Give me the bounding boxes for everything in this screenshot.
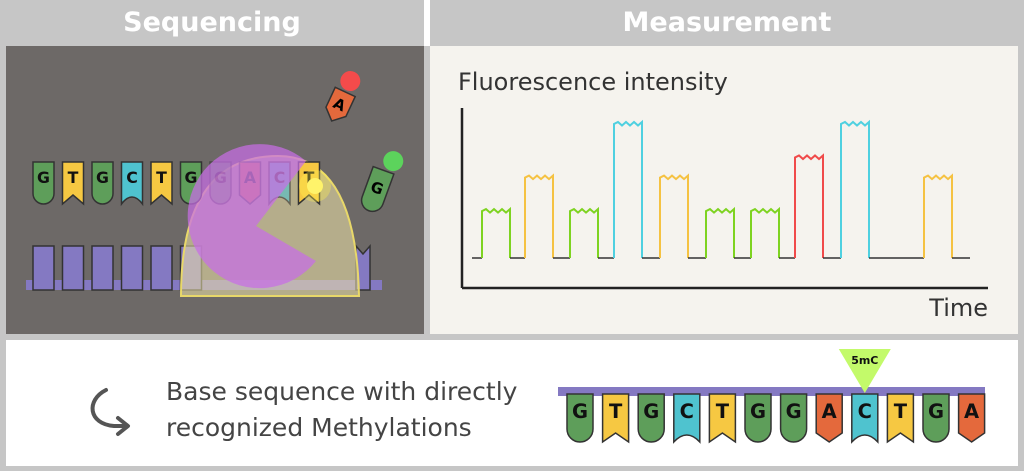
pulse-C <box>613 119 643 258</box>
nucleotide-shape <box>325 86 357 122</box>
nucleotide-G: G <box>32 161 55 205</box>
nucleotide-shape <box>815 393 843 443</box>
nucleotide-letter: G <box>185 168 198 187</box>
nucleotide-shape <box>673 393 701 444</box>
bulb-icon <box>307 178 323 194</box>
nucleotide-shape <box>566 393 594 443</box>
template-slot <box>61 245 85 291</box>
result-caption: Base sequence with directly recognized M… <box>166 374 517 446</box>
measurement-panel: Fluorescence intensity Time <box>430 46 1018 334</box>
nucleotide-letter: G <box>750 400 766 423</box>
nucleotide-A: A <box>957 393 986 443</box>
nucleotide-shape <box>957 393 986 443</box>
sequencing-illustration: GTGCTGGACTAG <box>26 71 404 297</box>
nucleotide-letter: G <box>96 168 109 187</box>
nucleotide-letter: T <box>894 400 908 423</box>
nucleotide-letter: C <box>858 400 872 423</box>
nucleotide-letter: G <box>928 400 944 423</box>
nucleotide-letter: A <box>964 400 979 423</box>
nucleotide-letter: G <box>572 400 588 423</box>
nucleotide-letter: T <box>304 168 315 187</box>
nucleotide-letter: G <box>643 400 659 423</box>
x-axis-title: Time <box>929 294 988 322</box>
nucleotide-letter: T <box>716 400 730 423</box>
nucleotide-shape <box>91 161 114 205</box>
pulse-G <box>481 206 511 258</box>
bulb-icon <box>383 151 404 172</box>
pulse-T <box>923 173 953 258</box>
nucleotide-shape <box>886 393 915 444</box>
nucleotide-A: A <box>815 393 843 443</box>
nucleotide-T: T <box>708 393 737 444</box>
caption-line-2: recognized Methylations <box>166 413 472 442</box>
nucleotide-C: C <box>851 393 879 444</box>
bulb-icon <box>340 71 361 92</box>
pulse-T <box>659 173 689 258</box>
template-slot <box>120 245 144 291</box>
free-nucleotide-G: G <box>360 151 404 213</box>
pulse-G <box>569 206 599 258</box>
free-nucleotide-A: A <box>325 71 361 122</box>
y-axis-title: Fluorescence intensity <box>458 68 728 96</box>
nucleotide-shape <box>851 393 879 444</box>
nucleotide-T: T <box>61 161 85 206</box>
nucleotide-shape <box>779 393 808 443</box>
nucleotide-letter: T <box>156 168 167 187</box>
nucleotide-C: C <box>673 393 701 444</box>
pulse-C <box>840 119 870 258</box>
nucleotide-shape <box>708 393 737 444</box>
caption-line-1: Base sequence with directly <box>166 377 518 406</box>
nucleotide-letter: T <box>609 400 623 423</box>
fluorescence-chart <box>460 108 988 290</box>
nucleotide-letter: G <box>786 400 802 423</box>
nucleotide-shape <box>120 161 144 207</box>
nucleotide-G: G <box>91 161 114 205</box>
nucleotide-T: T <box>886 393 915 444</box>
pulse-T <box>524 173 554 258</box>
nucleotide-shape <box>61 161 85 206</box>
nucleotide-shape <box>360 165 395 213</box>
nucleotide-G: G <box>922 393 950 443</box>
methylation-marker <box>838 349 891 393</box>
nucleotide-letter: C <box>680 400 694 423</box>
methylation-label: 5mC <box>851 354 878 367</box>
nucleotide-C: C <box>120 161 144 207</box>
measurement-header: Measurement <box>622 6 832 38</box>
nucleotide-G: G <box>637 393 665 443</box>
template-slot <box>150 245 173 291</box>
header-divider <box>424 0 430 46</box>
nucleotide-letter: G <box>368 178 386 199</box>
nucleotide-G: G <box>779 393 808 443</box>
nucleotide-shape <box>922 393 950 443</box>
pulse-G <box>750 206 780 258</box>
nucleotide-shape <box>32 161 55 205</box>
nucleotide-T: T <box>601 393 630 444</box>
nucleotide-shape <box>744 393 772 443</box>
nucleotide-shape <box>637 393 665 443</box>
nucleotide-letter: G <box>37 168 50 187</box>
template-slot <box>91 245 114 291</box>
template-slot <box>32 245 55 291</box>
pulse-G <box>705 206 735 258</box>
polymerase-enzyme <box>187 144 316 289</box>
sequencing-header: Sequencing <box>123 6 301 38</box>
nucleotide-G: G <box>744 393 772 443</box>
nucleotide-shape <box>601 393 630 444</box>
nucleotide-letter: C <box>126 168 138 187</box>
sequencing-panel: GTGCTGGACTAG <box>6 46 424 334</box>
curved-arrow-icon <box>90 388 130 436</box>
nucleotide-letter: A <box>822 400 837 423</box>
nucleotide-shape <box>150 161 173 206</box>
nucleotide-letter: T <box>68 168 79 187</box>
pulse-A <box>794 153 824 258</box>
dna-backbone <box>558 387 985 396</box>
nucleotide-G: G <box>566 393 594 443</box>
nucleotide-T: T <box>150 161 173 206</box>
